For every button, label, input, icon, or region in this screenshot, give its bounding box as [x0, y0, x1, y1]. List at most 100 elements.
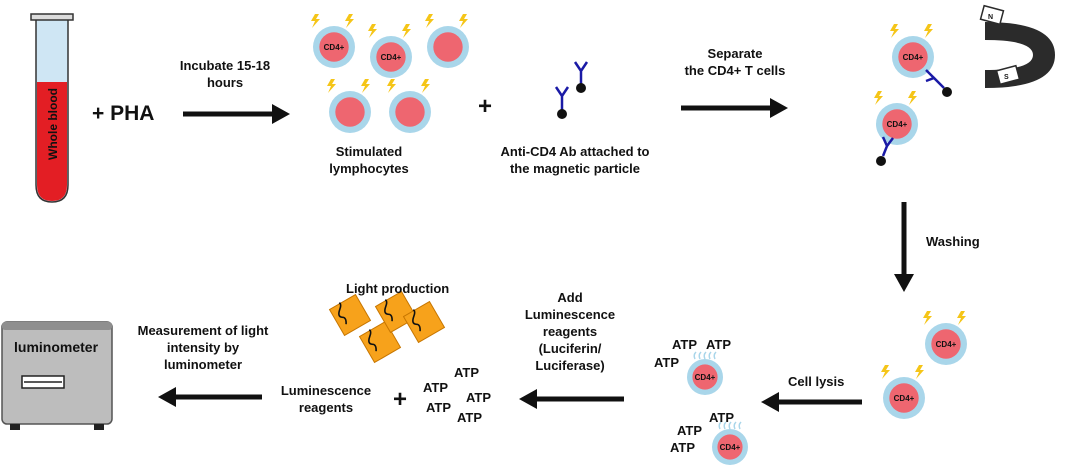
- incubate-line-1: Incubate 15-18: [179, 58, 271, 73]
- lightning-icon: [890, 24, 899, 38]
- cell-nucleus: [717, 434, 743, 460]
- cd4-cell: CD4+: [687, 351, 723, 395]
- cd4-cell: [427, 26, 469, 68]
- stimulated-line-1: Stimulated: [335, 144, 403, 159]
- cell-nucleus: [319, 32, 349, 62]
- cd4-cell: CD4+: [712, 421, 748, 465]
- measurement-label: Measurement of light intensity by lumino…: [128, 322, 278, 373]
- separate-line-2: the CD4+ T cells: [684, 63, 786, 78]
- lightning-icon: [345, 14, 354, 28]
- cell-label: CD4+: [936, 340, 957, 349]
- membrane-fragment: [728, 421, 732, 430]
- luminometer-device: luminometer: [1, 321, 113, 430]
- lightning-icon: [421, 79, 430, 93]
- membrane-fragment: [738, 421, 742, 430]
- atp-label: ATP: [672, 337, 698, 352]
- arrow-measure: [158, 387, 262, 407]
- antibody-free-1: [554, 86, 570, 119]
- cell-nucleus: [882, 109, 912, 139]
- membrane-fragment: [693, 351, 697, 360]
- lightning-icon: [311, 14, 320, 28]
- antibody-line-1: Anti-CD4 Ab attached to: [500, 144, 650, 159]
- cell-nucleus: [395, 97, 425, 127]
- cell-label: CD4+: [894, 394, 915, 403]
- atp-label: ATP: [457, 410, 483, 425]
- lightning-icon: [923, 311, 932, 325]
- lightning-icon: [361, 79, 370, 93]
- add-reagents-label: Add Luminescence reagents (Luciferin/ Lu…: [510, 289, 630, 374]
- lightning-icon: [425, 14, 434, 28]
- plus-sign-1: +: [478, 93, 493, 120]
- lightning-icon: [957, 311, 966, 325]
- cell-nucleus: [931, 329, 961, 359]
- add-line-2: Luminescence: [524, 307, 616, 322]
- arrow-add-reagents: [519, 389, 624, 409]
- magnet-south: S: [1004, 74, 1009, 81]
- cell-lysis-label: Cell lysis: [788, 374, 845, 389]
- lightning-icon: [387, 79, 396, 93]
- light-production-label: Light production: [346, 281, 450, 296]
- cell-nucleus: [889, 383, 919, 413]
- lightning-icon: [881, 365, 890, 379]
- cd4-cell: CD4+: [876, 103, 918, 145]
- antibody-bound-1: [925, 69, 952, 97]
- add-line-5: Luciferase): [535, 358, 605, 373]
- membrane-fragment: [708, 351, 712, 360]
- antibody-free-2: [573, 61, 589, 93]
- arrow-washing: [894, 202, 914, 292]
- cell-nucleus: [898, 42, 928, 72]
- plus-sign-2: +: [393, 386, 408, 413]
- cell-nucleus: [335, 97, 365, 127]
- cell-label: CD4+: [887, 120, 908, 129]
- atp-label: ATP: [706, 337, 732, 352]
- lightning-icon: [368, 24, 377, 38]
- measurement-line-1: Measurement of light: [137, 323, 269, 338]
- measurement-line-2: intensity by: [166, 340, 240, 355]
- membrane-fragment: [703, 351, 707, 360]
- atp-label: ATP: [670, 440, 696, 455]
- cd4-cell: [389, 91, 431, 133]
- membrane-fragment: [723, 421, 727, 430]
- antibody-bound-2: [876, 136, 894, 166]
- cell-label: CD4+: [903, 53, 924, 62]
- membrane-fragment: [713, 351, 717, 360]
- membrane-fragment: [718, 421, 722, 430]
- cell-nucleus: [376, 42, 406, 72]
- cd4-cell: CD4+: [925, 323, 967, 365]
- measurement-line-3: luminometer: [163, 357, 242, 372]
- cell-label: CD4+: [324, 43, 345, 52]
- lum-reagents-label: Luminescence reagents: [276, 382, 376, 416]
- cd4-cell: [329, 91, 371, 133]
- lightning-icon: [915, 365, 924, 379]
- lum-reagents-line-1: Luminescence: [280, 383, 372, 398]
- light-production-cards: [328, 290, 446, 364]
- test-tube: Whole blood: [30, 13, 74, 203]
- atp-label: ATP: [654, 355, 680, 370]
- washing-label: Washing: [926, 234, 980, 249]
- atp-label: ATP: [677, 423, 703, 438]
- stimulated-label: Stimulated lymphocytes: [319, 143, 419, 177]
- cell-nucleus: [692, 364, 718, 390]
- arrow-separate: [681, 98, 788, 118]
- cd4-cell: CD4+: [892, 36, 934, 78]
- separate-label: Separate the CD4+ T cells: [680, 45, 790, 79]
- atp-label: ATP: [454, 365, 480, 380]
- atp-label: ATP: [423, 380, 449, 395]
- lum-reagents-line-2: reagents: [298, 400, 354, 415]
- lightning-icon: [924, 24, 933, 38]
- membrane-fragment: [698, 351, 702, 360]
- lightning-icon: [402, 24, 411, 38]
- luminometer-label: luminometer: [14, 339, 99, 355]
- atp-label: ATP: [709, 410, 735, 425]
- lightning-icon: [459, 14, 468, 28]
- separate-line-1: Separate: [707, 46, 763, 61]
- atp-label: ATP: [466, 390, 492, 405]
- arrow-lysis: [761, 392, 862, 412]
- antibody-line-2: the magnetic particle: [509, 161, 641, 176]
- membrane-fragment: [733, 421, 737, 430]
- cd4-cell: CD4+: [313, 26, 355, 68]
- cell-label: CD4+: [720, 443, 741, 452]
- arrow-incubate: [183, 104, 290, 124]
- cell-label: CD4+: [381, 53, 402, 62]
